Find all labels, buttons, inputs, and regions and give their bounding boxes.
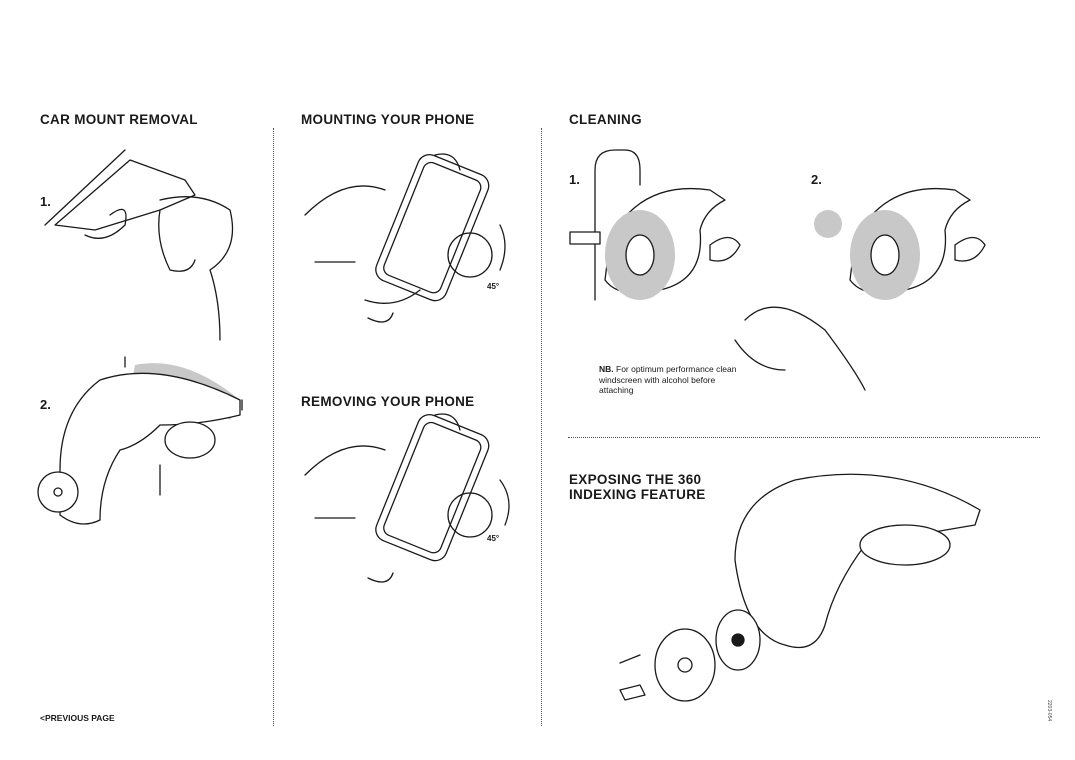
note-label: NB. [599, 364, 614, 374]
removing-phone-illustration [304, 413, 510, 583]
indexing-title-line2: INDEXING FEATURE [569, 487, 706, 502]
cleaning-note: NB. For optimum performance clean windsc… [599, 364, 739, 396]
cleaning-illustration-2 [814, 187, 986, 300]
step-number: 1. [569, 172, 580, 187]
car-mount-removal-illustration-1 [44, 149, 234, 341]
mounting-title: MOUNTING YOUR PHONE [301, 112, 475, 127]
previous-page-link[interactable]: <PREVIOUS PAGE [40, 713, 115, 723]
step-number: 2. [811, 172, 822, 187]
removing-title: REMOVING YOUR PHONE [301, 394, 475, 409]
cleaning-title: CLEANING [569, 112, 642, 127]
section-divider [568, 437, 1040, 438]
document-code: 2203-054 [1046, 700, 1052, 722]
cleaning-illustration-1 [569, 149, 866, 391]
note-text: For optimum performance clean windscreen… [599, 364, 737, 395]
indexing-title-line1: EXPOSING THE 360 [569, 472, 702, 487]
angle-label: 45° [487, 282, 500, 291]
step-number: 1. [40, 194, 51, 209]
column-divider [541, 128, 542, 726]
indexing-feature-illustration [619, 473, 981, 702]
step-number: 2. [40, 397, 51, 412]
car-mount-removal-title: CAR MOUNT REMOVAL [40, 112, 198, 127]
column-divider [273, 128, 274, 726]
angle-label: 45° [487, 534, 500, 543]
mounting-phone-illustration [304, 153, 506, 323]
indexing-title: EXPOSING THE 360 INDEXING FEATURE [569, 472, 706, 502]
car-mount-removal-illustration-2 [37, 356, 243, 525]
